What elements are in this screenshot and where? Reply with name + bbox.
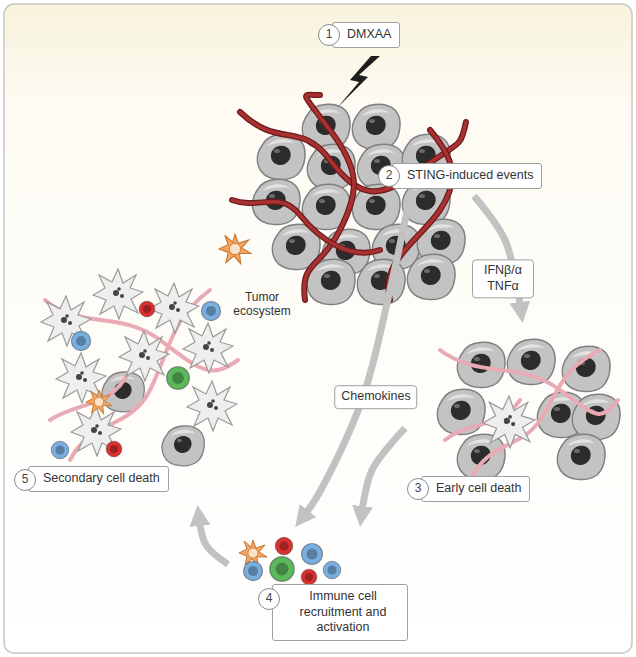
immune-cells-illustration	[239, 537, 341, 585]
tumor-illustration	[388, 130, 452, 300]
tumor-illustration	[388, 130, 452, 300]
secondary-death-illustration	[51, 441, 69, 459]
callout-number: 5	[14, 469, 36, 491]
callout-number: 4	[258, 588, 280, 610]
secondary-death-illustration	[167, 367, 190, 390]
tumor-illustration	[232, 200, 380, 253]
illustration-label: Tumor ecosystem	[224, 290, 300, 319]
early-death-illustration	[572, 394, 620, 439]
step-node: 1 DMXAA	[318, 18, 430, 52]
early-death-illustration	[470, 350, 600, 480]
step-label: Immune cell recruitment and activation	[287, 589, 399, 636]
step-label: Secondary cell death	[43, 471, 160, 487]
early-death-illustration	[437, 389, 485, 434]
early-death-illustration	[457, 434, 505, 479]
secondary-death-illustration	[187, 381, 237, 431]
early-death-illustration	[440, 350, 618, 414]
signal-label: Chemokines	[334, 385, 417, 409]
early-death-illustration	[437, 339, 620, 480]
callout-number: 2	[378, 165, 400, 187]
secondary-death-illustration	[162, 426, 204, 466]
tumor-illustration	[304, 95, 354, 300]
tumor-illustration	[219, 234, 251, 263]
step-node: 3 Early cell death	[405, 328, 623, 510]
secondary-death-illustration	[149, 283, 199, 333]
step-node: 4 Immune cell recruitment and activation	[228, 532, 413, 640]
process-arrow	[362, 428, 405, 514]
step-label-box: STING-induced events	[392, 163, 542, 189]
process-arrow	[303, 196, 410, 517]
tumor-illustration	[232, 95, 466, 300]
step-node: 5 Secondary cell death	[12, 262, 246, 500]
immune-cells-illustration	[323, 561, 341, 579]
immune-cells-illustration	[275, 537, 293, 555]
signal-label: IFNβ/α TNFα	[472, 259, 534, 298]
early-death-illustration	[483, 396, 535, 448]
secondary-death-illustration	[106, 441, 122, 457]
secondary-death-illustration	[119, 331, 169, 381]
tumor-illustration	[257, 134, 305, 179]
early-death-illustration	[557, 434, 605, 479]
tumor-illustration	[304, 95, 354, 300]
step-label-box: Immune cell recruitment and activation	[272, 584, 408, 641]
step-label: Early cell death	[436, 481, 521, 497]
step-label-box: Secondary cell death	[28, 466, 169, 492]
early-death-illustration	[440, 350, 618, 480]
tumor-illustration	[232, 200, 380, 253]
process-arrow	[199, 517, 228, 564]
tumor-illustration	[352, 104, 400, 149]
secondary-death-illustration	[71, 406, 121, 456]
lightning-symbol	[337, 56, 380, 108]
callout-number: 3	[407, 478, 429, 500]
secondary-death-illustration	[86, 390, 112, 414]
callout-number: 1	[318, 24, 340, 46]
secondary-death-illustration	[201, 301, 220, 320]
step-label: DMXAA	[347, 27, 391, 43]
step-node: 2 STING-induced events	[378, 158, 538, 196]
step-label-box: DMXAA	[332, 22, 400, 48]
immune-cells-illustration	[270, 557, 295, 582]
secondary-death-illustration	[183, 323, 233, 373]
tumor-illustration	[219, 95, 466, 305]
immune-cells-illustration	[301, 569, 317, 585]
secondary-death-illustration	[139, 301, 155, 317]
figure-frame	[4, 4, 632, 653]
early-death-illustration	[562, 346, 610, 391]
step-label: STING-induced events	[407, 168, 533, 184]
secondary-death-illustration	[93, 269, 143, 319]
step-label-box: Early cell death	[421, 476, 530, 502]
tumor-illustration	[407, 254, 455, 299]
secondary-death-illustration	[71, 331, 90, 350]
secondary-death-illustration	[41, 269, 238, 466]
immune-cells-illustration	[243, 561, 262, 580]
immune-cells-illustration	[302, 544, 323, 565]
